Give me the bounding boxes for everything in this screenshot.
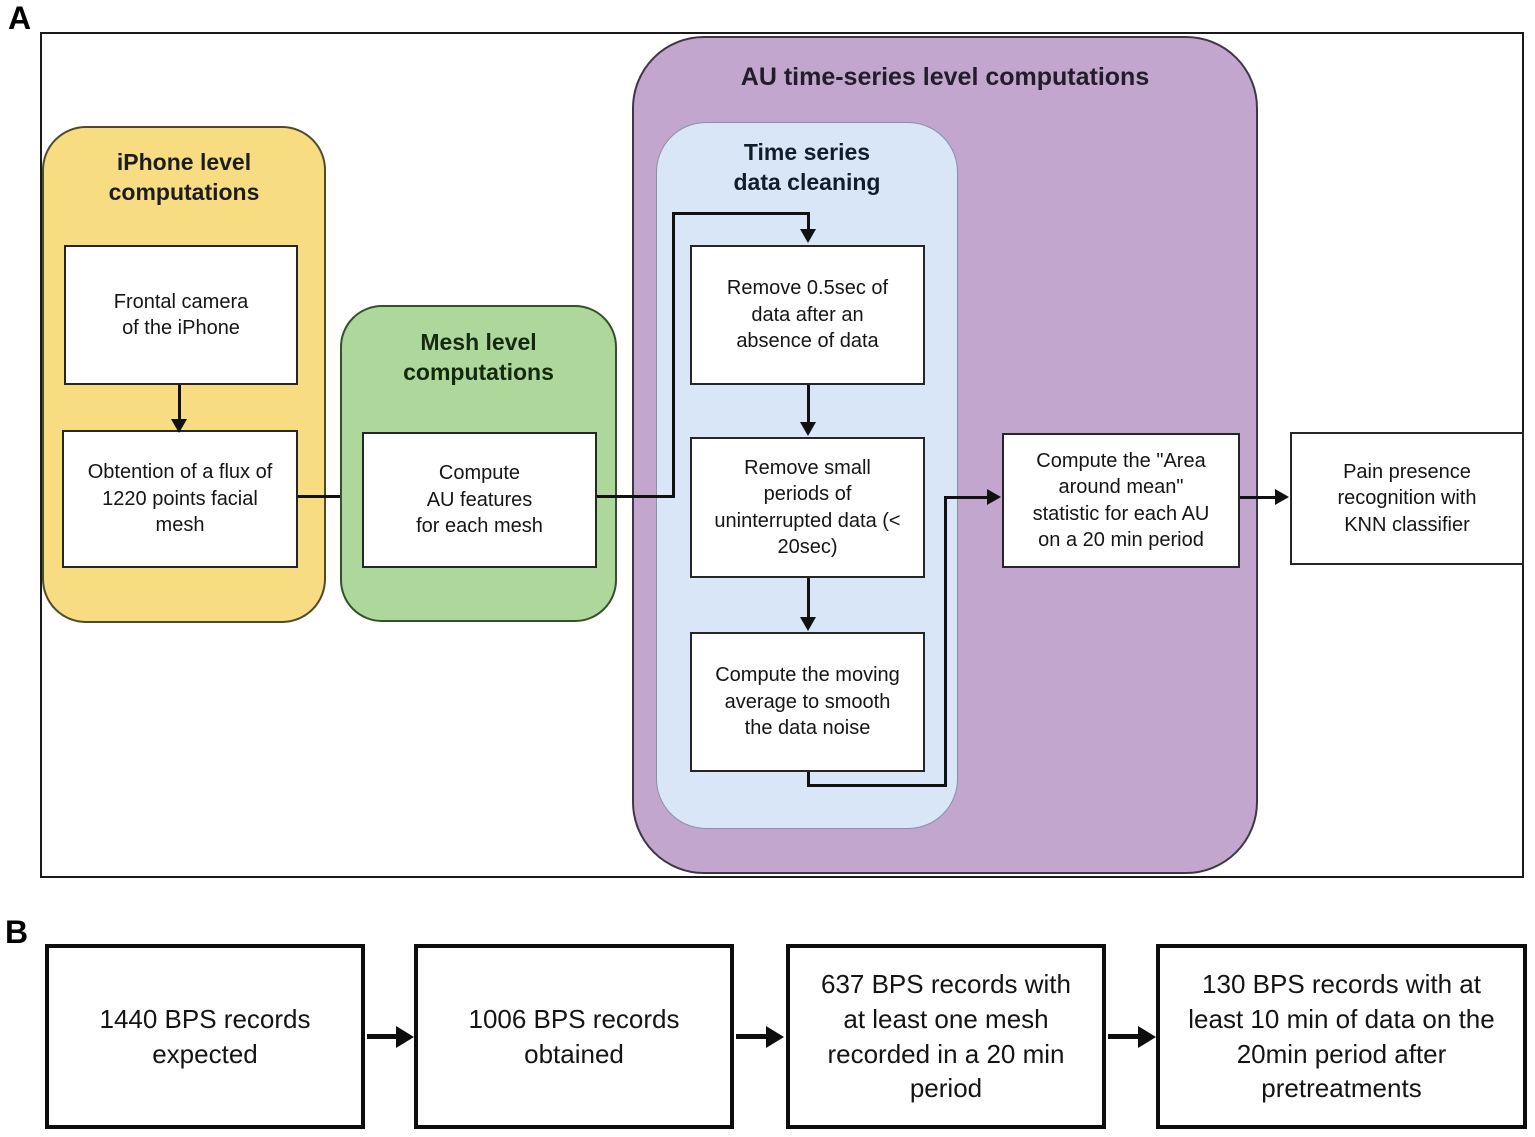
arrow-down-head [800,229,816,243]
compute-au-features-box: Compute AU features for each mesh [362,432,597,568]
remove-small-periods-box: Remove small periods of uninterrupted da… [690,437,925,578]
bps-expected-box: 1440 BPS records expected [45,944,365,1129]
connector-line [736,1034,768,1039]
connector-line [367,1034,399,1039]
connector-line [944,496,988,499]
data-cleaning-group-title: Time series data cleaning [733,139,881,195]
au-timeseries-group-title: AU time-series level computations [740,62,1150,91]
area-around-mean-box: Compute the "Area around mean" statistic… [1002,433,1240,568]
connector-line [807,212,810,230]
arrow-right-head [1138,1026,1156,1048]
panel-a-label: A [8,0,32,36]
arrow-right-head [1275,489,1289,505]
connector-line [672,212,675,498]
arrow-down-head [171,419,187,433]
iphone-level-group-title: iPhone level computations [108,149,260,205]
connector-line [1240,496,1277,499]
arrow-right-head [396,1026,414,1048]
connector-line [807,385,810,423]
panel-b-label: B [5,914,29,950]
mesh-level-group-title: Mesh level computations [403,329,554,385]
connector-line [807,578,810,618]
connector-line [597,495,675,498]
arrow-down-head [800,617,816,631]
connector-line [807,784,947,787]
moving-average-box: Compute the moving average to smooth the… [690,632,925,772]
arrow-right-head [766,1026,784,1048]
arrow-down-head [800,422,816,436]
connector-line [944,497,947,786]
connector-line [298,495,348,498]
arrow-right-head [987,489,1001,505]
obtention-flux-box: Obtention of a flux of 1220 points facia… [62,430,298,568]
connector-line [807,772,810,786]
connector-line [672,212,809,215]
bps-pretreatments-box: 130 BPS records with at least 10 min of … [1156,944,1527,1129]
knn-classifier-box: Pain presence recognition with KNN class… [1290,432,1524,565]
frontal-camera-box: Frontal camera of the iPhone [64,245,298,385]
bps-obtained-box: 1006 BPS records obtained [414,944,734,1129]
connector-line [178,385,181,421]
connector-line [1108,1034,1140,1039]
remove-halfsec-box: Remove 0.5sec of data after an absence o… [690,245,925,385]
bps-mesh-box: 637 BPS records with at least one mesh r… [786,944,1106,1129]
